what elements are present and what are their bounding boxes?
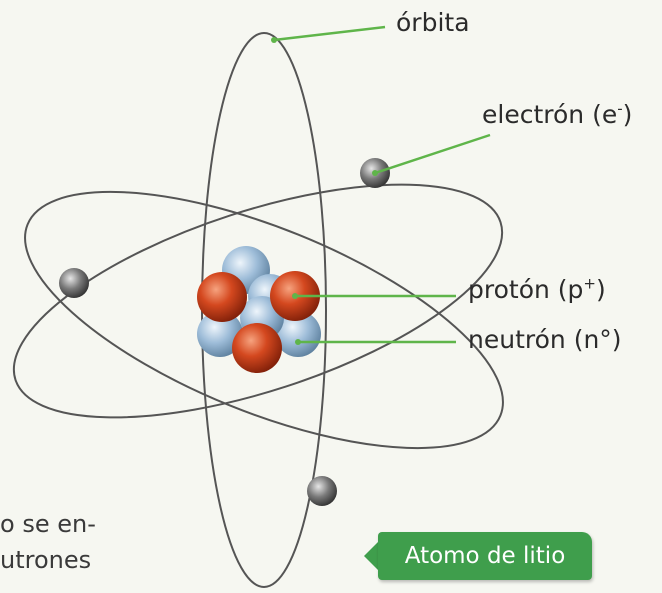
label-electron: electrón (e-) [482,100,632,129]
leader-electron [374,133,491,175]
orbit-tilted-down [24,190,504,450]
label-electron-text: electrón (e [482,100,618,129]
label-electron-sup: - [617,99,623,118]
leader-orbit [273,25,386,42]
caption-tab: Atomo de litio [378,532,592,580]
nucleus [197,246,321,373]
orbit-tilted-up [12,183,504,419]
orbits [12,32,504,588]
neutron-sphere [197,311,243,357]
label-electron-close: ) [622,100,633,129]
label-proton: protón (p+) [468,275,606,304]
label-orbit: órbita [396,8,470,37]
neutron-sphere [275,311,321,357]
label-neutron: neutrón (n°) [468,325,622,354]
label-proton-text: protón (p [468,275,584,304]
caption-arrow [364,540,380,572]
text-fragment-line2: utrones [0,546,92,574]
electron-sphere [307,476,337,506]
text-fragment-line1: o se en- [0,510,96,538]
electron-sphere [59,268,89,298]
label-proton-sup: + [583,274,596,293]
proton-sphere [232,323,282,373]
leader-lines [271,25,491,345]
proton-sphere [197,272,247,322]
label-proton-close: ) [595,275,606,304]
